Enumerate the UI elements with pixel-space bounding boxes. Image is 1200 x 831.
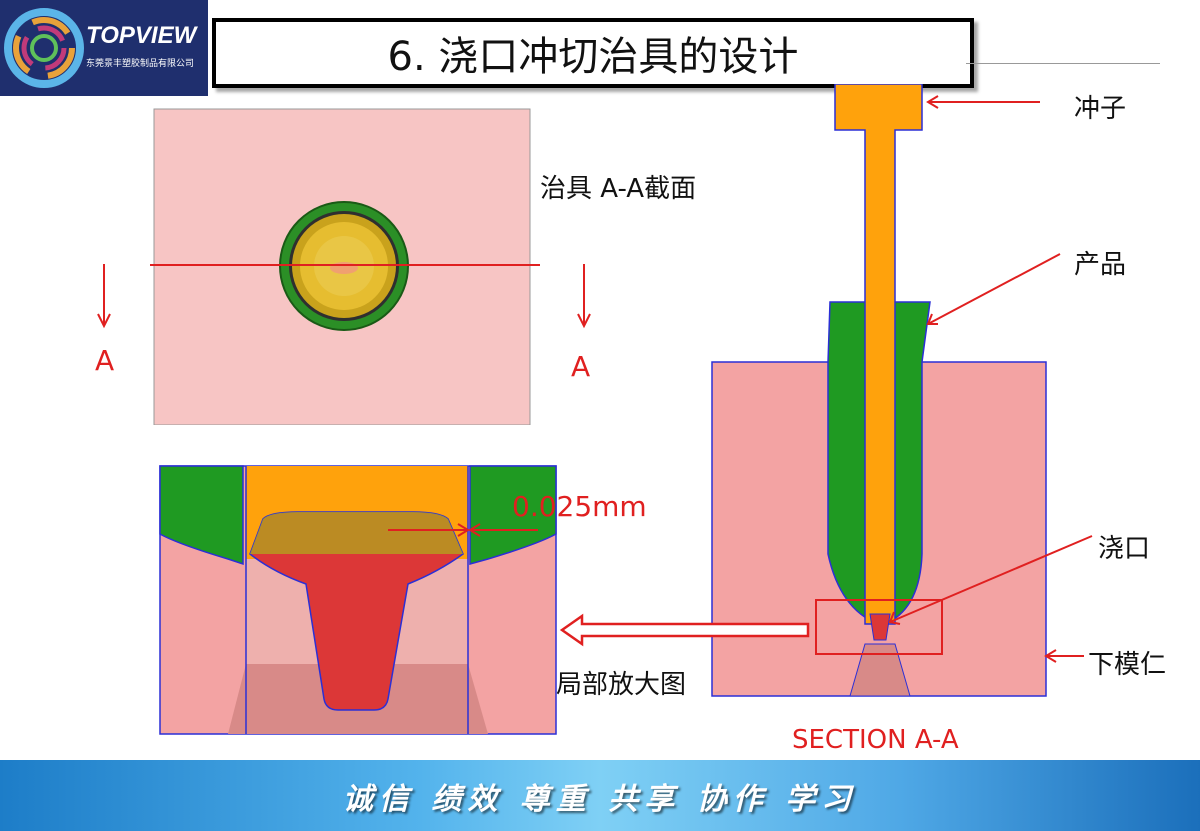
label-punch: 冲子: [1074, 94, 1127, 124]
top-view-caption: 治具 A-A截面: [540, 174, 697, 204]
section-view-drawing: [711, 84, 1093, 697]
detail-view-drawing: [159, 465, 557, 735]
section-mark-right: A: [571, 350, 591, 383]
top-view-drawing: [150, 108, 540, 425]
logo-ring-icon: [4, 8, 84, 88]
footer-banner: [0, 760, 1200, 831]
product-left-wall: [159, 465, 244, 566]
zoom-arrow: [559, 613, 810, 647]
title-rule: [966, 63, 1160, 64]
zoom-region-box: [815, 599, 943, 655]
section-arrows: [97, 264, 591, 329]
section-line: [150, 264, 540, 266]
logo-subtext: 东莞景丰塑胶制品有限公司: [86, 59, 195, 69]
dimension-arrow: [388, 523, 538, 537]
dimension-label: 0.025mm: [512, 490, 647, 523]
gate-part: [249, 511, 464, 711]
page-title: 6. 浇口冲切治具的设计: [212, 18, 974, 88]
product-right-wall: [469, 465, 557, 565]
label-gate: 浇口: [1098, 534, 1151, 564]
page-title-text: 6. 浇口冲切治具的设计: [387, 34, 799, 80]
company-logo: TOPVIEW 东莞景丰塑胶制品有限公司: [0, 0, 208, 96]
logo-text: TOPVIEW: [86, 22, 197, 49]
callout-arrows: [888, 95, 1093, 663]
detail-view-caption: 局部放大图: [556, 670, 687, 700]
footer-slogan: 诚信 绩效 尊重 共享 协作 学习: [342, 781, 858, 817]
section-mark-left: A: [95, 344, 115, 377]
label-lower-insert: 下模仁: [1088, 650, 1167, 680]
section-caption: SECTION A-A: [792, 725, 959, 755]
label-product: 产品: [1074, 250, 1127, 280]
